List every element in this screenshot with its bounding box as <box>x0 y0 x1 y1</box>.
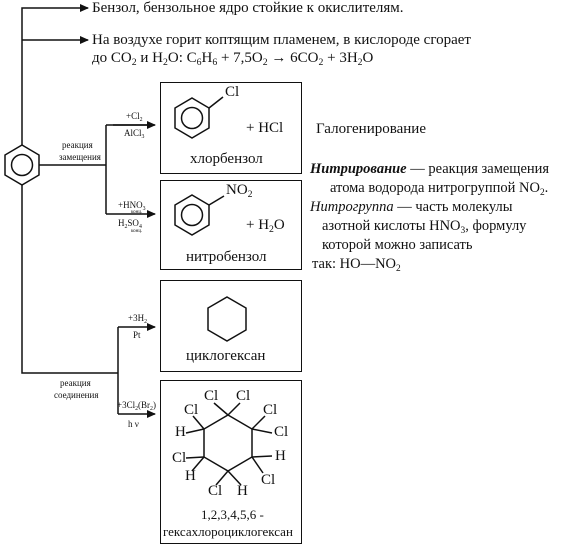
hexachlorocyclohexane-box <box>160 380 302 544</box>
cyclohexane-ring <box>207 296 247 342</box>
combustion-equation: до CO2 и H2O: C6H6 + 7,5O2 → 6CO2 + 3H2O <box>92 50 374 68</box>
substitution-label-1: реакция <box>62 140 93 150</box>
atom-cl-8: Cl <box>208 483 223 499</box>
hexachlorocyclohexane-locants: 1,2,3,4,5,6 - <box>201 507 264 522</box>
oxidation-statement: Бензол, бензольное ядро стойкие к окисли… <box>92 0 404 16</box>
halogen-addition-reagent: +3Cl2(Br2) <box>117 400 156 412</box>
halogen-addition-condition: h ν <box>128 419 139 429</box>
connector-oxidation <box>21 4 89 145</box>
benzene-ring <box>4 144 40 186</box>
substitution-label-2: замещения <box>59 152 101 162</box>
chlorine-substituent: Cl <box>225 84 240 100</box>
atom-cl-1: Cl <box>204 388 219 404</box>
atom-cl-3: Cl <box>184 402 199 418</box>
chlorobenzene-box <box>160 82 302 174</box>
nitrobenzene-box <box>160 180 302 270</box>
nitration-byproduct: + H2O <box>246 217 285 235</box>
hydrogenation-catalyst: Pt <box>133 330 141 340</box>
atom-cl-4: Cl <box>263 402 278 418</box>
nitration-reagent-note: конц. <box>131 210 143 215</box>
nitration-reagent: +HNO3 <box>118 200 146 212</box>
addition-label-1: реакция <box>60 378 91 388</box>
chlorination-catalyst: AlCl3 <box>124 128 145 140</box>
chlorination-byproduct: + HCl <box>246 120 284 136</box>
hydrogenation-reagent: +3H2 <box>128 313 147 325</box>
atom-cl-5: Cl <box>274 424 289 440</box>
halogenation-label: Галогенирование <box>316 121 426 137</box>
nitration-catalyst: H2SO4 <box>118 218 142 230</box>
atom-h-2: H <box>275 448 286 464</box>
hexachlorocyclohexane-name: гексахлороциклогексан <box>163 524 293 539</box>
cyclohexane-box <box>160 280 302 372</box>
nitro-group-term: Нитрогруппа <box>310 199 394 215</box>
chlorination-reagent: +Cl2 <box>126 111 143 123</box>
nitro-substituent: NO2 <box>226 182 253 200</box>
atom-h-4: H <box>237 483 248 499</box>
atom-h-3: H <box>185 468 196 484</box>
combustion-statement: На воздухе горит коптящим пламенем, в ки… <box>92 32 471 48</box>
hexachlorocyclohexane-ring <box>185 402 273 486</box>
addition-label-2: соединения <box>54 390 99 400</box>
atom-cl-7: Cl <box>261 472 276 488</box>
nitrobenzene-name: нитробензол <box>186 249 267 265</box>
nitrobenzene-ring <box>174 194 225 236</box>
nitration-definition: Нитрирование — реакция замещения атома в… <box>310 161 550 274</box>
nitration-catalyst-note: конц. <box>131 229 143 234</box>
atom-h-1: H <box>175 424 186 440</box>
chlorobenzene-ring <box>174 96 224 139</box>
atom-cl-6: Cl <box>172 450 187 466</box>
cyclohexane-name: циклогексан <box>186 348 266 364</box>
chlorobenzene-name: хлорбензол <box>190 151 263 167</box>
atom-cl-2: Cl <box>236 388 251 404</box>
nitration-term: Нитрирование <box>310 161 407 177</box>
